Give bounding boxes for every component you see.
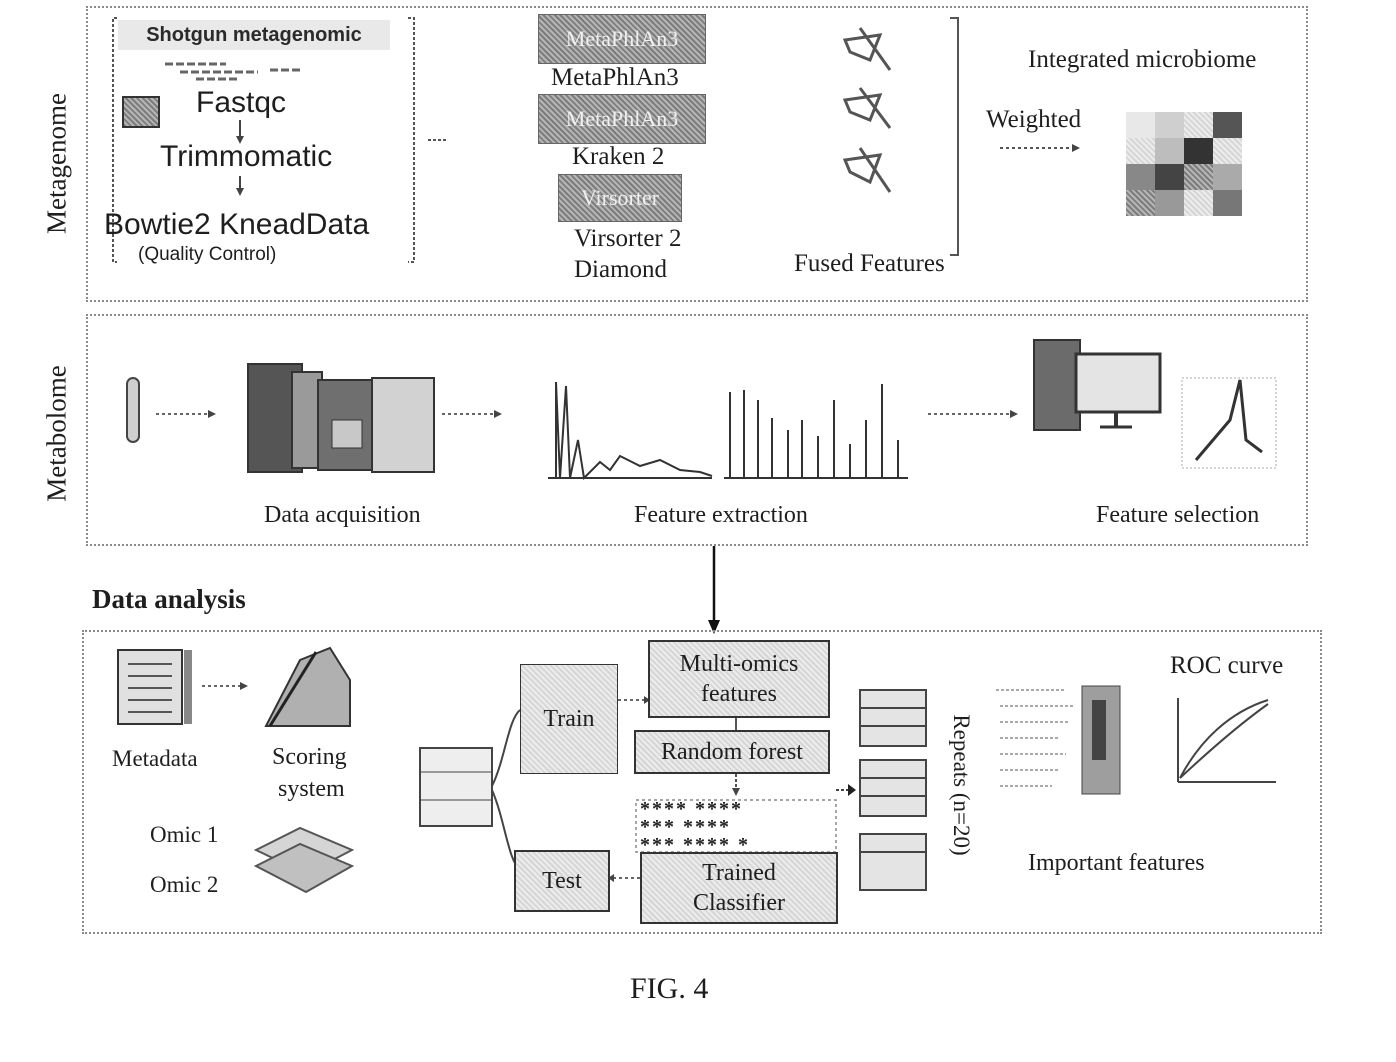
matrix-cell (1184, 164, 1213, 190)
step-feature-extraction: Feature extraction (634, 502, 808, 529)
matrix-cell (1213, 190, 1242, 216)
matrix-cell (1126, 190, 1155, 216)
matrix-cell (1155, 112, 1184, 138)
multiomics-label-1: Multi-omics (680, 649, 799, 679)
trained-classifier-box: Trained Classifier (640, 852, 838, 924)
tool-box-2: MetaPhlAn3 (538, 94, 706, 144)
matrix-cell (1184, 112, 1213, 138)
random-forest-box: Random forest (634, 730, 830, 774)
matrix-cell (1155, 138, 1184, 164)
matrix-cell (1184, 190, 1213, 216)
matrix-cell (1155, 190, 1184, 216)
test-box: Test (514, 850, 610, 912)
roc-curve-label: ROC curve (1170, 652, 1283, 680)
weighted-label: Weighted (986, 106, 1081, 134)
tool-box-2-text: MetaPhlAn3 (566, 106, 678, 132)
matrix-cell (1126, 138, 1155, 164)
step-trimmomatic: Trimmomatic (160, 140, 332, 174)
trained-label-1: Trained (702, 858, 776, 888)
tool-box-1: MetaPhlAn3 (538, 14, 706, 64)
random-forest-label: Random forest (661, 737, 803, 767)
step-feature-selection: Feature selection (1096, 502, 1259, 529)
pipeline-title: Shotgun metagenomic (118, 20, 390, 50)
integrated-microbiome-title: Integrated microbiome (1028, 46, 1256, 74)
metadata-label: Metadata (112, 746, 198, 772)
multiomics-label-2: features (701, 679, 777, 709)
multiomics-box: Multi-omics features (648, 640, 830, 718)
trained-label-2: Classifier (693, 888, 785, 918)
step-data-acquisition: Data acquisition (264, 502, 421, 529)
integrated-microbiome-matrix (1126, 112, 1242, 216)
matrix-cell (1184, 138, 1213, 164)
important-features-label: Important features (1028, 850, 1205, 877)
matrix-cell (1213, 138, 1242, 164)
matrix-cell (1155, 164, 1184, 190)
train-box: Train (520, 664, 618, 774)
repeats-label: Repeats (n=20) (948, 700, 974, 870)
tool-box-1-text: MetaPhlAn3 (566, 26, 678, 52)
scoring-label-2: system (278, 776, 345, 803)
train-label: Train (543, 704, 594, 734)
tool-box-3-text: Virsorter (581, 185, 659, 211)
tool-label-diamond: Diamond (574, 256, 667, 284)
fused-features-label: Fused Features (794, 250, 945, 278)
matrix-cell (1126, 112, 1155, 138)
data-analysis-heading: Data analysis (92, 584, 246, 615)
omic2-label: Omic 2 (150, 872, 218, 898)
figure-caption: FIG. 4 (630, 972, 708, 1006)
step-quality-control: (Quality Control) (138, 244, 276, 266)
omic1-label: Omic 1 (150, 822, 218, 848)
matrix-cell (1126, 164, 1155, 190)
matrix-cell (1213, 112, 1242, 138)
tool-label-virsorter: Virsorter 2 (574, 225, 682, 253)
tool-label-kraken: Kraken 2 (572, 143, 664, 171)
matrix-cell (1213, 164, 1242, 190)
tool-label-metaphlan: MetaPhlAn3 (551, 64, 679, 92)
step-fastqc: Fastqc (196, 86, 286, 120)
fastqc-icon (122, 96, 160, 128)
metabolome-label: Metabolome (42, 344, 73, 524)
metagenome-label: Metagenome (42, 84, 73, 244)
tool-box-3: Virsorter (558, 174, 682, 222)
scoring-label-1: Scoring (272, 744, 347, 771)
step-bowtie-kneaddata: Bowtie2 KneadData (104, 208, 369, 242)
test-label: Test (542, 866, 582, 896)
